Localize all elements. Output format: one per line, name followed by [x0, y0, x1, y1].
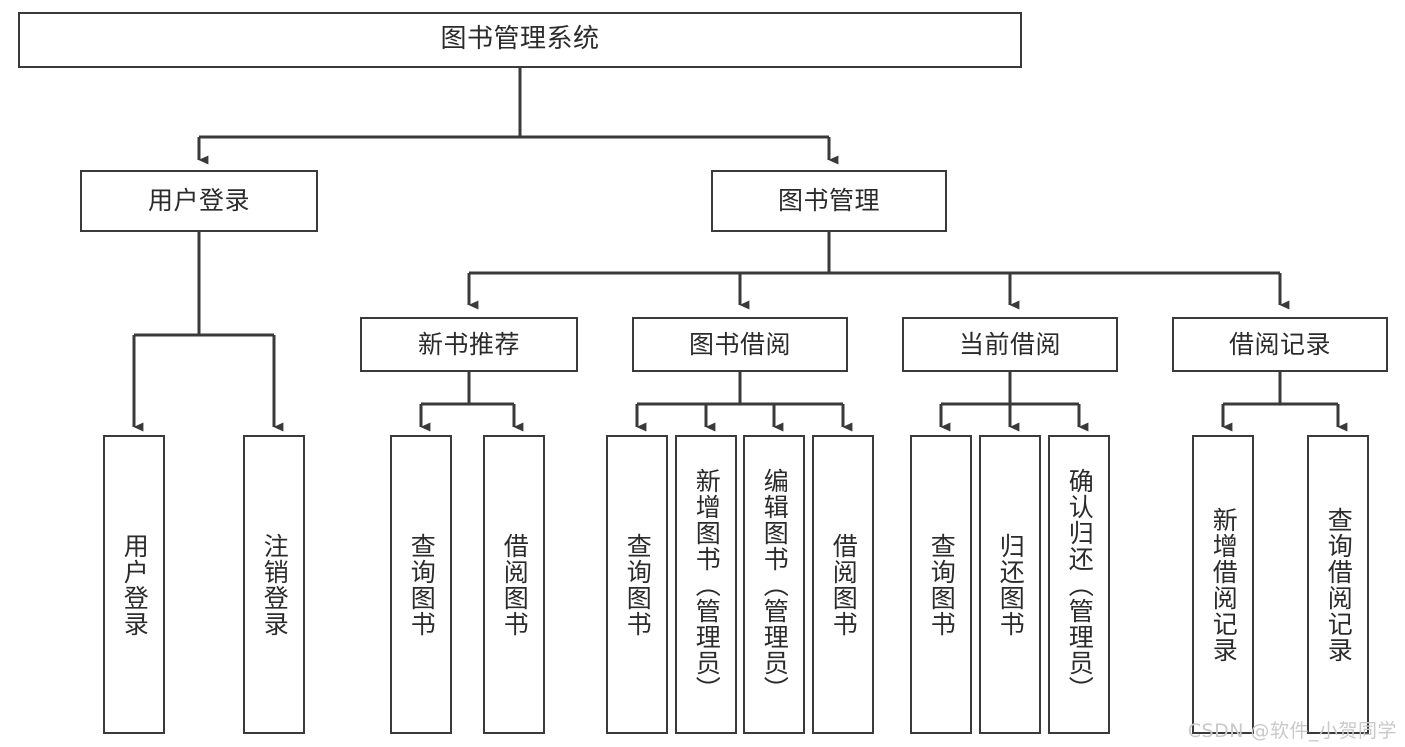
node-label: 借阅记录 — [1228, 329, 1331, 359]
node-label: 查询图书 — [623, 532, 653, 637]
node-label: 用户登录 — [120, 532, 150, 637]
node-leaf-query-book-current[interactable]: 查询图书 — [910, 435, 972, 734]
node-label: 编辑图书（管理员） — [760, 467, 790, 702]
node-current-borrow[interactable]: 当前借阅 — [902, 317, 1118, 372]
node-leaf-add-borrow-record[interactable]: 新增借阅记录 — [1192, 435, 1254, 734]
node-leaf-borrow-book[interactable]: 借阅图书 — [812, 435, 874, 734]
node-root-book-management-system[interactable]: 图书管理系统 — [18, 12, 1022, 68]
node-label: 新书推荐 — [417, 329, 520, 359]
node-user-login[interactable]: 用户登录 — [80, 170, 318, 232]
node-label: 图书管理系统 — [440, 24, 600, 55]
node-label: 借阅图书 — [500, 532, 530, 637]
node-leaf-query-borrow-record[interactable]: 查询借阅记录 — [1307, 435, 1369, 734]
node-label: 查询借阅记录 — [1324, 506, 1354, 663]
node-label: 确认归还（管理员） — [1065, 467, 1095, 702]
node-label: 新增图书（管理员） — [692, 467, 722, 702]
node-label: 图书借阅 — [688, 329, 791, 359]
node-label: 查询图书 — [407, 532, 437, 637]
node-leaf-query-book-recommend[interactable]: 查询图书 — [390, 435, 452, 734]
node-borrow-record[interactable]: 借阅记录 — [1172, 317, 1388, 372]
node-leaf-return-book[interactable]: 归还图书 — [979, 435, 1041, 734]
node-leaf-edit-book-admin[interactable]: 编辑图书（管理员） — [743, 435, 805, 734]
node-leaf-user-login[interactable]: 用户登录 — [103, 435, 165, 734]
node-leaf-confirm-return-admin[interactable]: 确认归还（管理员） — [1048, 435, 1110, 734]
node-label: 归还图书 — [996, 532, 1026, 637]
node-leaf-logout[interactable]: 注销登录 — [243, 435, 305, 734]
watermark-text: CSDN @软件_小贺同学 — [1187, 720, 1397, 742]
node-leaf-add-book-admin[interactable]: 新增图书（管理员） — [675, 435, 737, 734]
node-label: 注销登录 — [260, 532, 290, 637]
node-label: 查询图书 — [927, 532, 957, 637]
node-book-management[interactable]: 图书管理 — [711, 170, 947, 232]
node-label: 新增借阅记录 — [1209, 506, 1239, 663]
node-label: 当前借阅 — [958, 329, 1061, 359]
node-leaf-query-book-borrow[interactable]: 查询图书 — [606, 435, 668, 734]
node-label: 借阅图书 — [829, 532, 859, 637]
node-book-borrow[interactable]: 图书借阅 — [632, 317, 848, 372]
node-leaf-borrow-book-recommend[interactable]: 借阅图书 — [483, 435, 545, 734]
node-label: 用户登录 — [147, 186, 250, 215]
node-label: 图书管理 — [777, 186, 880, 215]
node-new-book-recommend[interactable]: 新书推荐 — [360, 317, 578, 372]
